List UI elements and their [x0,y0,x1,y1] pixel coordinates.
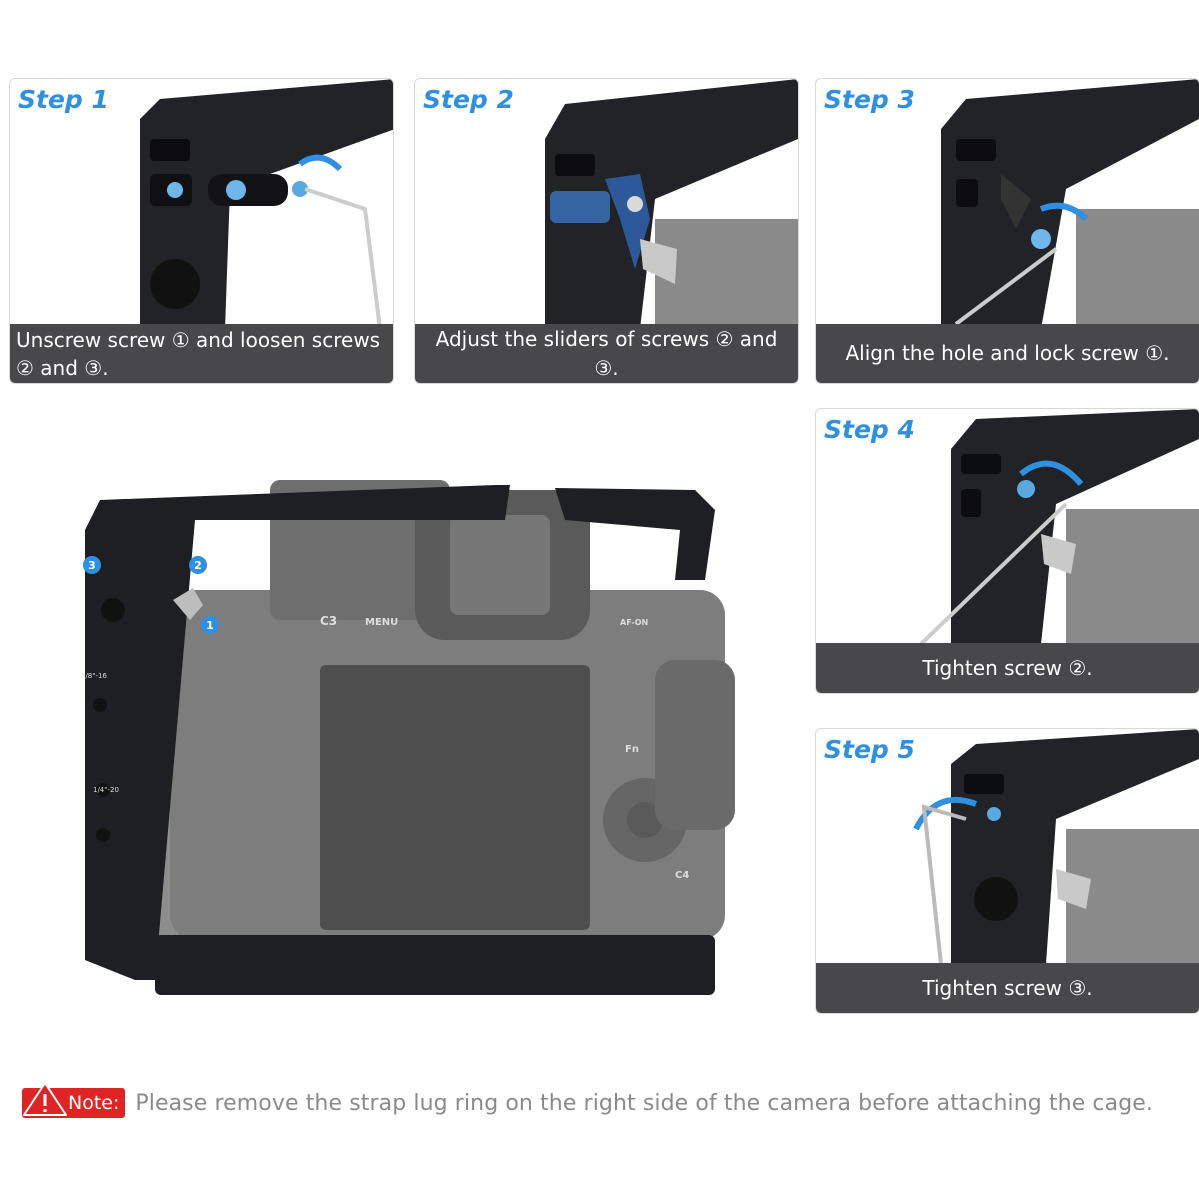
thread-label: 1/4"-20 [93,786,119,794]
camera-button-label: C4 [675,870,689,881]
step-title: Step 5 [824,735,915,764]
step-2-panel: Step 2 Adjust the sliders of screws ② an… [414,78,799,384]
cage-closeup-image [941,79,1199,329]
note-badge: Note: [22,1082,126,1118]
step-title: Step 1 [18,85,109,114]
note-label: Note: [68,1092,120,1114]
step-caption: Align the hole and lock screw ①. [816,324,1199,383]
step-caption: Unscrew screw ① and loosen screws ② and … [10,324,393,383]
note-text: Please remove the strap lug ring on the … [135,1090,1153,1116]
camera-button-label: C3 [320,614,337,628]
step-caption: Tighten screw ②. [816,643,1199,693]
step-4-panel: Step 4 Tighten screw ②. [815,408,1199,694]
camera-button-label: AF-ON [620,618,648,627]
thread-label: 3/8"-16 [81,672,107,680]
cage-closeup-image [913,729,1199,965]
camera-button-label: Fn [625,744,639,755]
camera-button-label: MENU [365,617,398,628]
step-1-panel: Step 1 Unscrew screw ① and loosen screws… [9,78,394,384]
marker-1: 1 [206,619,214,632]
warning-icon [23,1082,67,1116]
marker-3: 3 [88,559,96,572]
step-title: Step 2 [423,85,514,114]
note: Note: Please remove the strap lug ring o… [22,1082,1153,1118]
step-5-panel: Step 5 Tighten screw ③. [815,728,1199,1014]
step-title: Step 4 [824,415,915,444]
cage-closeup-image [545,79,798,329]
cage-closeup-image [919,409,1199,646]
marker-2: 2 [194,559,202,572]
step-title: Step 3 [824,85,915,114]
cage-closeup-image [140,79,393,369]
camera-cage-image: 3 2 1 3/8"-16 1/4"-20 C3 MENU AF-ON Fn C… [81,480,735,995]
step-caption: Tighten screw ③. [816,963,1199,1013]
step-3-panel: Step 3 Align the hole and lock screw ①. [815,78,1199,384]
step-caption: Adjust the sliders of screws ② and ③. [415,324,798,383]
